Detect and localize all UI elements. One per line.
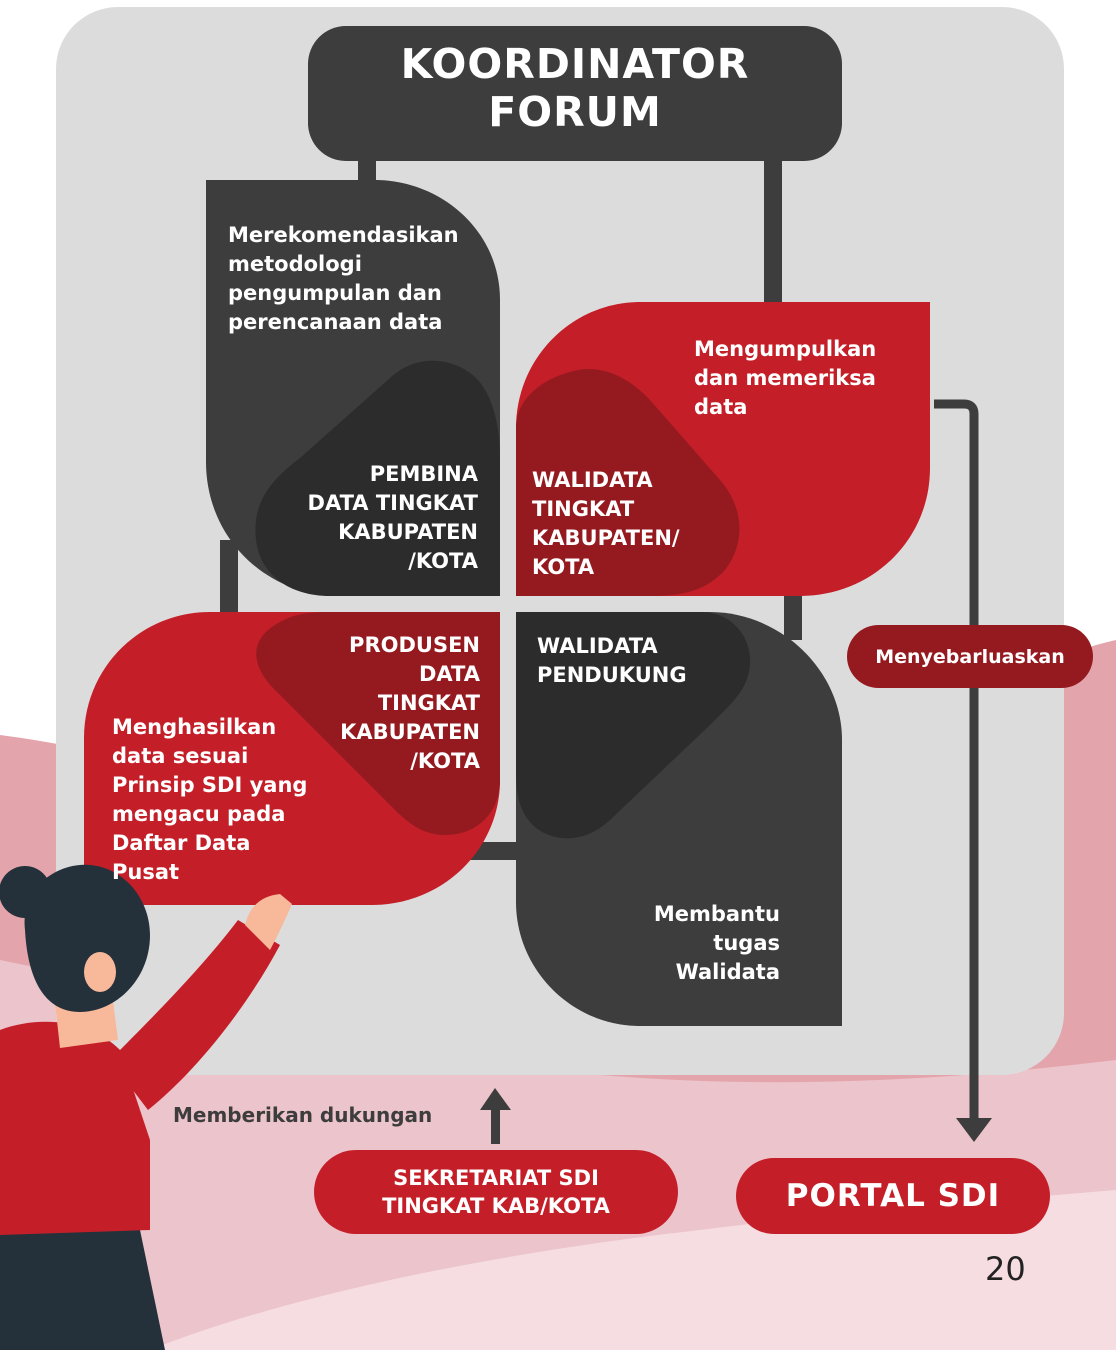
pendukung-role: WALIDATA PENDUKUNG bbox=[537, 634, 687, 687]
pendukung-description: Membantu tugas Walidata bbox=[653, 902, 780, 984]
produsen-role: PRODUSEN DATA TINGKAT KABUPATEN /KOTA bbox=[340, 633, 480, 773]
petal-produsen-inner bbox=[256, 612, 500, 835]
page-number: 20 bbox=[985, 1250, 1026, 1288]
coordinator-forum-title: KOORDINATOR FORUM bbox=[400, 40, 750, 136]
coordinator-box bbox=[308, 26, 842, 161]
person-illustration bbox=[0, 864, 292, 1350]
pembina-description: Merekomendasikan metodologi pengumpulan … bbox=[228, 223, 459, 334]
petal-pembina-inner bbox=[255, 360, 500, 596]
support-arrow-line bbox=[491, 1104, 500, 1144]
disseminate-badge: Menyebarluaskan bbox=[847, 625, 1093, 688]
secretariat-badge: SEKRETARIAT SDI TINGKAT KAB/KOTA bbox=[314, 1150, 678, 1234]
support-label: Memberikan dukungan bbox=[173, 1103, 433, 1127]
walidata-description: Mengumpulkan dan memeriksa data bbox=[694, 337, 877, 419]
petal-walidata-inner bbox=[516, 368, 740, 596]
connector-lines bbox=[220, 150, 802, 860]
walidata-role: WALIDATA TINGKAT KABUPATEN/ KOTA bbox=[532, 468, 680, 579]
disseminate-arrowhead bbox=[956, 1118, 992, 1142]
produsen-description: Menghasilkan data sesuai Prinsip SDI yan… bbox=[112, 715, 308, 884]
pembina-role: PEMBINA DATA TINGKAT KABUPATEN /KOTA bbox=[307, 462, 478, 573]
support-arrowhead bbox=[480, 1088, 511, 1110]
disseminate-arrow-line bbox=[934, 399, 979, 1118]
portal-sdi-badge: PORTAL SDI bbox=[736, 1158, 1050, 1234]
petal-pendukung-inner bbox=[516, 612, 751, 839]
